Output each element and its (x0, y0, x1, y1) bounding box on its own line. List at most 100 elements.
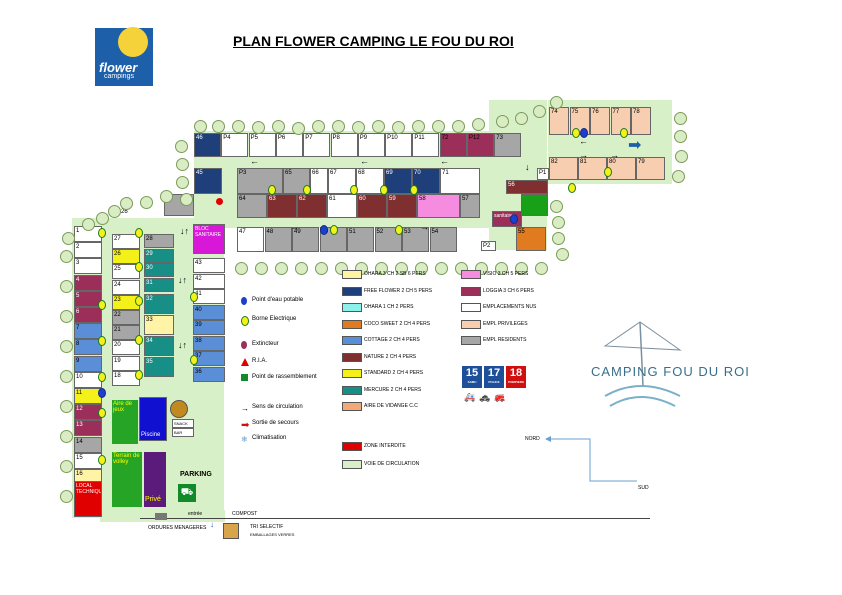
pitch-56[interactable]: 56 (506, 180, 548, 194)
tree-icon (212, 120, 225, 133)
pitch-P4[interactable]: P4 (221, 133, 249, 157)
legend-swatch (461, 286, 481, 296)
pitch-33[interactable]: 33 (144, 315, 174, 335)
pitch-48[interactable]: 48 (264, 227, 292, 252)
pitch-73[interactable]: 73 (494, 133, 522, 157)
pitch-31[interactable]: 31 (144, 277, 174, 292)
pitch-57[interactable]: 57 (460, 194, 480, 218)
pitch-63[interactable]: 63 (267, 194, 297, 218)
electric-terminal-icon (190, 355, 198, 365)
pitch-39[interactable]: 39 (193, 320, 225, 335)
mercure-area-right[interactable] (521, 194, 548, 216)
pitch-46[interactable]: 46 (194, 133, 221, 157)
traffic-arrow: ← (440, 156, 449, 166)
flower-campings-logo: flower campings (95, 28, 153, 86)
pitch-42[interactable]: 42 (193, 273, 225, 289)
tree-icon (412, 120, 425, 133)
pitch-54[interactable]: 54 (429, 227, 457, 252)
pitch-19[interactable]: 19 (112, 355, 140, 371)
pitch-55[interactable]: 55 (516, 227, 546, 251)
pitch-49[interactable]: 49 (292, 227, 319, 252)
electric-terminal-icon (98, 228, 106, 238)
pitch-58[interactable]: 58 (417, 194, 460, 218)
pitch-51[interactable]: 51 (347, 227, 374, 252)
pitch-71[interactable]: 71 (440, 168, 480, 194)
pitch-78[interactable]: 78 (631, 107, 651, 135)
north-label: NORD (525, 436, 540, 442)
pitch-8[interactable]: 8 (74, 339, 102, 356)
pitch-29[interactable]: 29 (144, 248, 174, 263)
pitch-76[interactable]: 76 (590, 107, 610, 135)
pitch-2[interactable]: 2 (74, 242, 102, 259)
pitch-13[interactable]: 13 (74, 420, 102, 437)
pitch-47[interactable]: 47 (237, 227, 264, 252)
pitch-20[interactable]: 20 (112, 340, 140, 356)
arrow-down-icon: ↓ (210, 520, 214, 529)
pitch-45[interactable]: 45 (194, 168, 222, 194)
pitch-36[interactable]: 36 (193, 366, 225, 382)
pitch-35[interactable]: 35 (144, 357, 174, 377)
pitch-74[interactable]: 74 (549, 107, 569, 135)
pitch-34[interactable]: 34 (144, 336, 174, 356)
logo-subtext: campings (104, 73, 134, 80)
pitch-59[interactable]: 59 (387, 194, 417, 218)
tree-icon (175, 140, 188, 153)
pitch-62[interactable]: 62 (297, 194, 327, 218)
pitch-7[interactable]: 7 (74, 323, 102, 340)
vehicles-icons: 🚑🚓🚒 (464, 392, 510, 402)
bloc-sanitaire: BLOC SANITAIRE (193, 224, 225, 254)
pitch-26[interactable]: 26 (112, 249, 140, 265)
pitch-72[interactable]: 72 (439, 133, 467, 157)
pitch-26-top[interactable]: 26 (121, 209, 128, 215)
prive-area: Privé (144, 452, 166, 507)
pitch-79[interactable]: 79 (636, 157, 665, 180)
tri-selectif-label: TRI SELECTIF (250, 524, 284, 530)
pitch-21[interactable]: 21 (112, 325, 140, 341)
pitch-P8[interactable]: P8 (330, 133, 358, 157)
pitch-P9[interactable]: P9 (357, 133, 385, 157)
pitch-69[interactable]: 69 (384, 168, 412, 194)
pitch-9[interactable]: 9 (74, 355, 102, 372)
pitch-28[interactable]: 28 (144, 234, 174, 248)
pitch-24[interactable]: 24 (112, 279, 140, 295)
pitch-3[interactable]: 3 (74, 258, 102, 275)
pitch-82[interactable]: 82 (549, 157, 578, 180)
pitch-40[interactable]: 40 (193, 304, 225, 320)
pitch-38[interactable]: 38 (193, 335, 225, 351)
pitch-P10[interactable]: P10 (385, 133, 413, 157)
pitch-5[interactable]: 5 (74, 290, 102, 307)
symbol-label-2: Extincteur (252, 341, 279, 347)
pitch-60[interactable]: 60 (357, 194, 387, 218)
pitch-P5[interactable]: P5 (248, 133, 276, 157)
pitch-P2[interactable]: P2 (481, 241, 496, 251)
pitch-27[interactable]: 27 (112, 234, 140, 249)
electric-terminal-icon (330, 225, 338, 235)
pitch-P6[interactable]: P6 (275, 133, 303, 157)
electric-terminal-icon (572, 128, 580, 138)
pitch-53[interactable]: 53 (402, 227, 429, 252)
tree-icon (140, 196, 153, 209)
pitch-66[interactable]: 66 (310, 168, 328, 194)
pitch-61[interactable]: 61 (327, 194, 357, 218)
pitch-P12[interactable]: P12 (467, 133, 494, 157)
tree-icon (552, 216, 565, 229)
pitch-6[interactable]: 6 (74, 307, 102, 323)
pitch-4[interactable]: 4 (74, 274, 102, 291)
pitch-P1[interactable]: P1 (537, 168, 549, 180)
pitch-22[interactable]: 22 (112, 310, 140, 325)
pitch-68[interactable]: 68 (356, 168, 384, 194)
pitch-43[interactable]: 43 (193, 258, 225, 273)
pitch-14[interactable]: 14 (74, 436, 102, 453)
pitch-11[interactable]: 11 (74, 388, 102, 404)
pitch-32[interactable]: 32 (144, 294, 174, 314)
pitch-P7[interactable]: P7 (303, 133, 331, 157)
pitch-P3[interactable]: P3 (237, 168, 283, 194)
pitch-P11[interactable]: P11 (412, 133, 440, 157)
pitch-81[interactable]: 81 (578, 157, 607, 180)
pitch-30[interactable]: 30 (144, 263, 174, 277)
tree-icon (533, 105, 546, 118)
pitch-64[interactable]: 64 (237, 194, 267, 218)
electric-terminal-icon (395, 225, 403, 235)
tree-icon (272, 120, 285, 133)
